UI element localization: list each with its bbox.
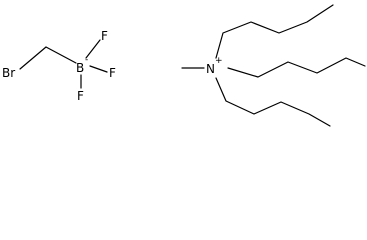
bond-ch2-b: [45, 46, 77, 64]
bromomethyl-trifluoroborate: Br B - F F F: [2, 29, 116, 103]
charge-b: -: [85, 55, 88, 65]
atom-n: N: [206, 62, 215, 76]
charge-n: +: [215, 56, 223, 66]
structure-diagram: Br B - F F F N +: [2, 4, 366, 127]
bond-b-f-right: [89, 65, 108, 73]
atom-f-top: F: [101, 29, 108, 43]
tributylmethylammonium: N +: [181, 4, 366, 127]
atom-b: B: [76, 61, 84, 75]
bond-b-f-top: [85, 39, 101, 59]
butyl-chain-right: [227, 57, 366, 78]
bond-br-ch2: [19, 46, 47, 70]
atom-br: Br: [2, 66, 15, 80]
butyl-chain-lower: [215, 77, 331, 127]
butyl-chain-upper: [215, 4, 334, 59]
atom-f-bottom: F: [77, 89, 84, 103]
atom-f-right: F: [109, 66, 116, 80]
chemical-structure: Br B - F F F N +: [2, 4, 366, 127]
